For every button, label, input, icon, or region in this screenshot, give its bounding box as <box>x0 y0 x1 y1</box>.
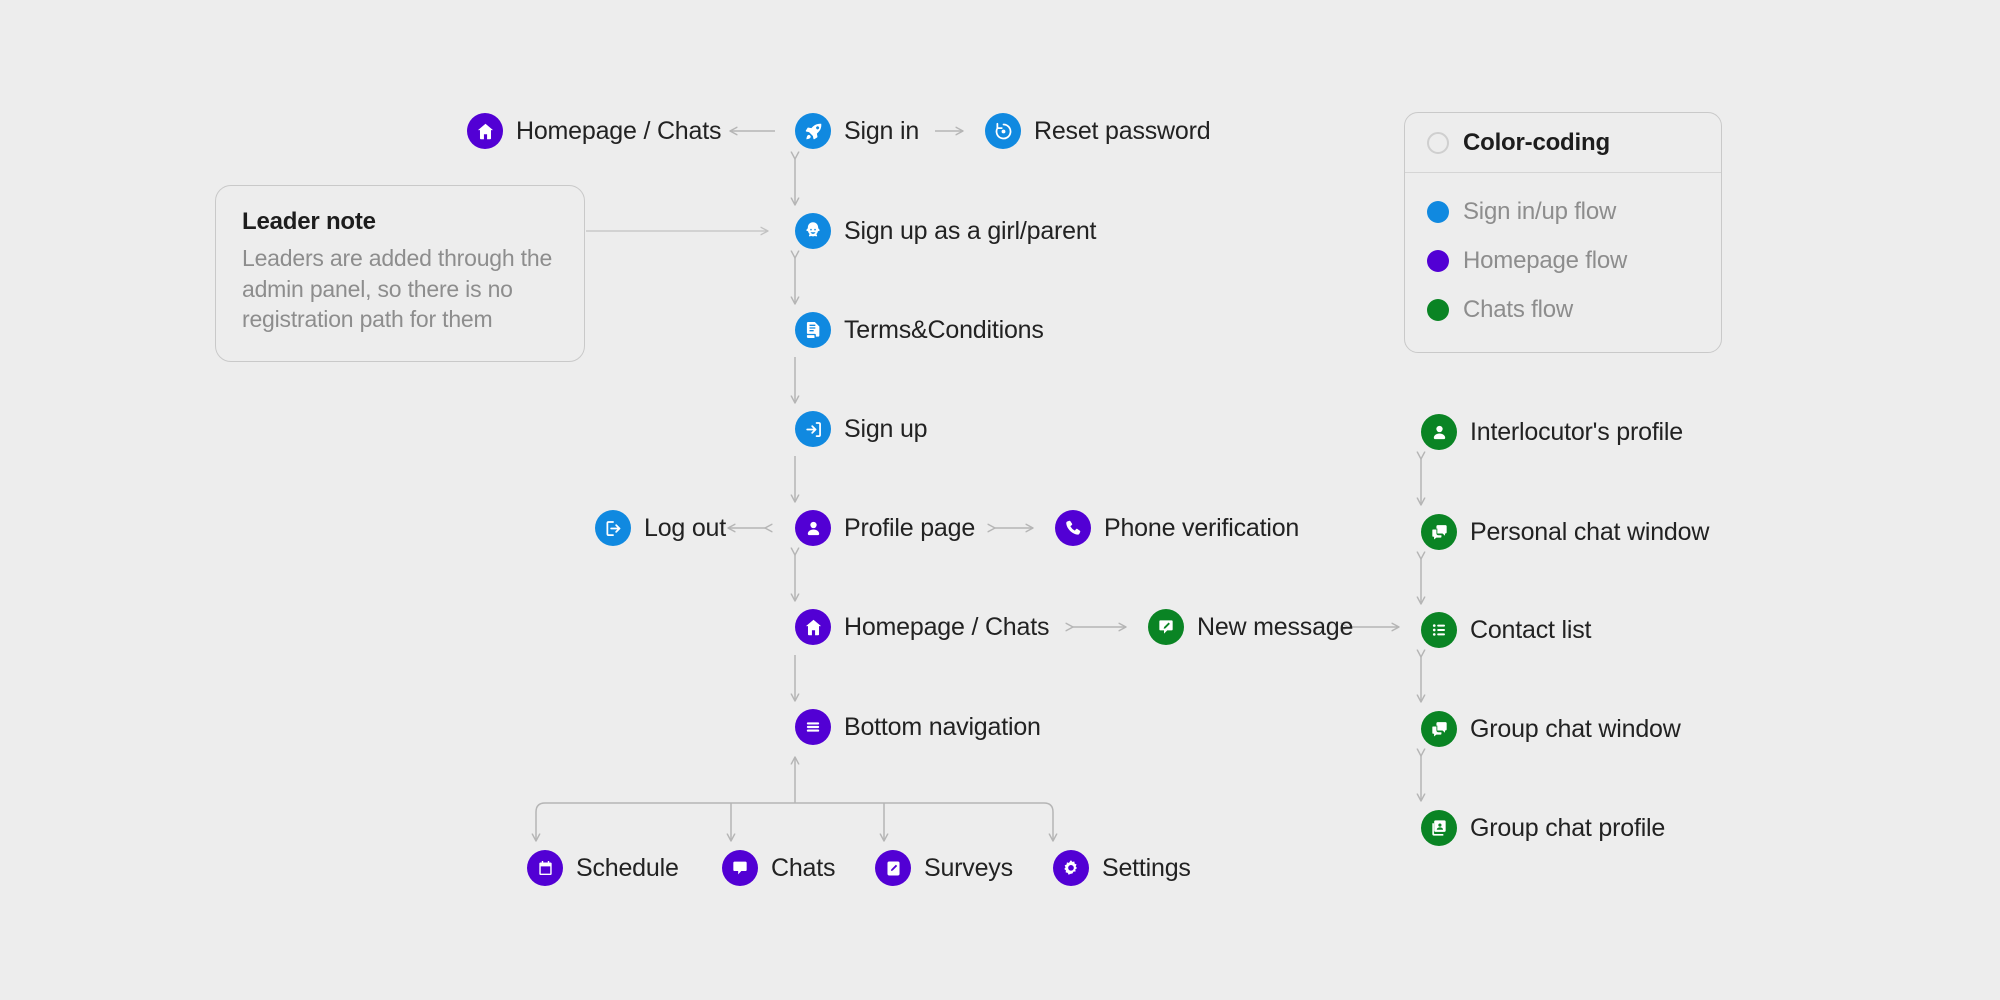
chat-window-icon <box>1421 514 1457 550</box>
node-label: Log out <box>644 513 727 542</box>
node-label: Settings <box>1102 853 1191 882</box>
logout-icon <box>595 510 631 546</box>
leader-note-body: Leaders are added through the admin pane… <box>242 245 553 333</box>
leader-note-card: Leader note Leaders are added through th… <box>215 185 585 362</box>
list-icon <box>1421 612 1457 648</box>
document-icon <box>795 312 831 348</box>
node-sign-in[interactable]: Sign in <box>795 113 919 149</box>
node-sign-up[interactable]: Sign up <box>795 411 928 447</box>
node-contact-list[interactable]: Contact list <box>1421 612 1591 648</box>
calendar-icon <box>527 850 563 886</box>
node-settings[interactable]: Settings <box>1053 850 1191 886</box>
node-label: Sign up <box>844 414 928 443</box>
node-label: Phone verification <box>1104 513 1300 542</box>
phone-icon <box>1055 510 1091 546</box>
node-label: Profile page <box>844 513 976 542</box>
node-chats[interactable]: Chats <box>722 850 836 886</box>
node-label: Homepage / Chats <box>844 612 1050 641</box>
node-label: Homepage / Chats <box>516 116 722 145</box>
node-group-chat-window[interactable]: Group chat window <box>1421 711 1681 747</box>
node-phone-verification[interactable]: Phone verification <box>1055 510 1299 546</box>
node-label: Bottom navigation <box>844 712 1041 741</box>
contact-card-icon <box>1421 810 1457 846</box>
node-new-message[interactable]: New message <box>1148 609 1353 645</box>
legend-item-signin[interactable]: Sign in/up flow <box>1427 187 1699 236</box>
node-label: Interlocutor's profile <box>1470 417 1683 446</box>
node-homepage-top[interactable]: Homepage / Chats <box>467 113 721 149</box>
chat-window-icon <box>1421 711 1457 747</box>
node-label: Chats <box>771 853 836 882</box>
home-icon <box>467 113 503 149</box>
node-personal-chat-window[interactable]: Personal chat window <box>1421 514 1709 550</box>
rocket-icon <box>795 113 831 149</box>
legend-items: Sign in/up flow Homepage flow Chats flow <box>1405 173 1721 352</box>
legend-header: Color-coding <box>1405 113 1721 173</box>
node-group-chat-profile[interactable]: Group chat profile <box>1421 810 1665 846</box>
node-profile-page[interactable]: Profile page <box>795 510 975 546</box>
legend-swatch-signin <box>1427 200 1449 223</box>
legend-swatch-chats <box>1427 298 1449 321</box>
node-label: Surveys <box>924 853 1013 882</box>
node-log-out[interactable]: Log out <box>595 510 726 546</box>
leader-note-title: Leader note <box>242 208 376 235</box>
survey-icon <box>875 850 911 886</box>
node-schedule[interactable]: Schedule <box>527 850 679 886</box>
node-label: Terms&Conditions <box>844 315 1044 344</box>
node-reset-password[interactable]: Reset password <box>985 113 1211 149</box>
node-sign-up-girl[interactable]: Sign up as a girl/parent <box>795 213 1097 249</box>
node-label: New message <box>1197 612 1354 641</box>
menu-icon <box>795 709 831 745</box>
node-homepage-mid[interactable]: Homepage / Chats <box>795 609 1049 645</box>
home-icon <box>795 609 831 645</box>
node-label: Sign in <box>844 116 920 145</box>
girl-avatar-icon <box>795 213 831 249</box>
edge-bottomnav-bus <box>535 802 1054 813</box>
legend-label-homepage: Homepage flow <box>1463 246 1628 274</box>
node-label: Schedule <box>576 853 679 882</box>
person-icon <box>1421 414 1457 450</box>
node-interlocutor-profile[interactable]: Interlocutor's profile <box>1421 414 1683 450</box>
node-bottom-navigation[interactable]: Bottom navigation <box>795 709 1041 745</box>
empty-circle-icon <box>1427 132 1449 154</box>
legend-swatch-homepage <box>1427 249 1449 272</box>
color-coding-legend: Color-coding Sign in/up flow Homepage fl… <box>1404 112 1722 353</box>
node-label: Personal chat window <box>1470 517 1710 546</box>
legend-label-signin: Sign in/up flow <box>1463 197 1617 225</box>
node-label: Reset password <box>1034 116 1211 145</box>
node-surveys[interactable]: Surveys <box>875 850 1013 886</box>
node-label: Group chat window <box>1470 714 1681 743</box>
legend-item-homepage[interactable]: Homepage flow <box>1427 236 1699 285</box>
legend-item-chats[interactable]: Chats flow <box>1427 285 1699 334</box>
person-icon <box>795 510 831 546</box>
gear-icon <box>1053 850 1089 886</box>
node-label: Group chat profile <box>1470 813 1666 842</box>
node-label: Sign up as a girl/parent <box>844 216 1097 245</box>
login-arrow-icon <box>795 411 831 447</box>
node-label: Contact list <box>1470 615 1592 644</box>
compose-icon <box>1148 609 1184 645</box>
legend-label-chats: Chats flow <box>1463 295 1574 323</box>
legend-title: Color-coding <box>1463 129 1610 156</box>
restore-icon <box>985 113 1021 149</box>
node-terms-conditions[interactable]: Terms&Conditions <box>795 312 1044 348</box>
chat-bubble-icon <box>722 850 758 886</box>
